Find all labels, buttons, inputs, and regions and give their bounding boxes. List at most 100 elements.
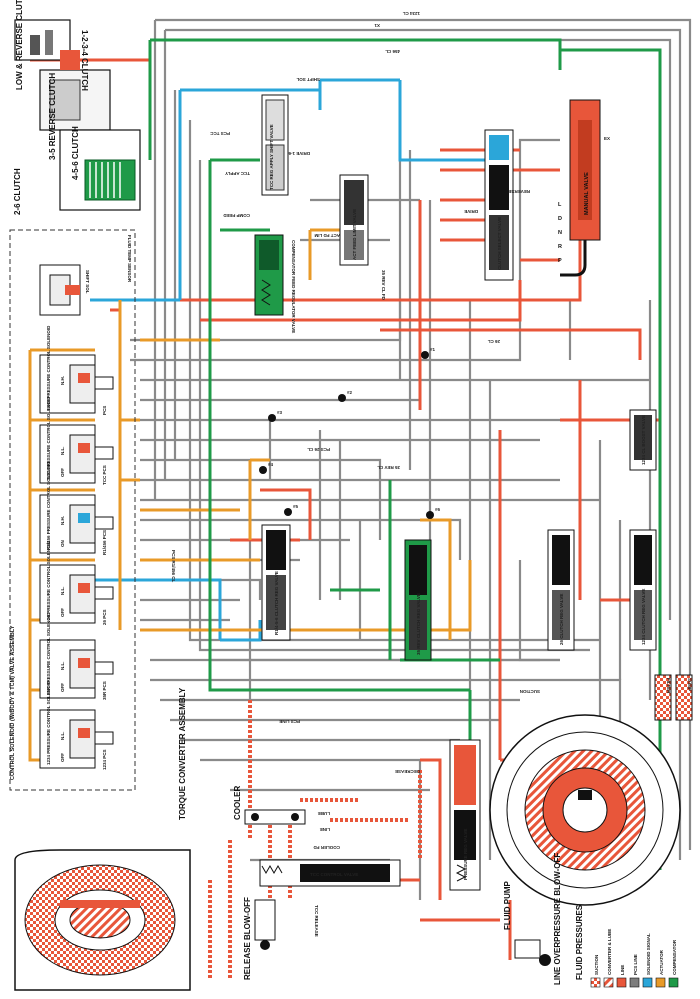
solenoid-name-6: 1234 PRESSURE CONTROL SOLENOID [46,680,51,765]
legend-title: FLUID PRESSURES [575,904,584,980]
circuit-26cl: 26 CL [487,339,500,344]
solenoid-tag-4: 26 PCS [102,609,107,625]
label-fluid-pump: FLUID PUMP [503,880,512,930]
converter-lube-circuits [208,700,422,980]
checkball-6 [426,511,434,519]
prndl-l: L [558,202,562,208]
checkball-3 [268,414,276,422]
legend-swatch-7 [668,977,679,988]
solenoid-tag-1: PCS [102,406,107,415]
solenoid-3 [39,494,114,554]
circuit-act-fd-lim: ACT FD LIM [314,233,340,238]
circuit-pcs-r1456: PCS R1/456 CL [171,550,176,583]
label-clutch-1234: 1-2-3-4 CLUTCH [80,30,89,91]
release-blowoff [254,899,276,950]
circuit-ex: EX [604,136,610,141]
solenoid-tag-2: TCC PCS [102,465,107,485]
checkball-label-1: #1 [430,347,436,352]
circuit-decrease: DECREASE [395,769,420,774]
circuit-tcc-apply: TCC APPLY [225,171,250,176]
checkball-2 [338,394,346,402]
label-valve-clutch-select: CLUTCH SELECT VALVE [497,217,502,270]
circuit-35rev-fd: 35 REV CL FD [381,270,386,301]
valve-compensator [254,234,284,316]
solenoid-1 [39,354,114,414]
circuit-lube: LUBE [318,811,330,816]
label-valve-26: 26 CLUTCH REG VALVE [559,594,564,645]
label-release-blowoff: RELEASE BLOW-OFF [243,897,252,980]
valve-clutch-select [484,129,514,281]
circuit-suction: SUCTION [520,689,540,694]
clutch-pack-assembly [14,19,141,211]
shift-solenoid [39,264,81,316]
label-valve-pressure-reg: PRESSURE REG VALVE [463,829,468,880]
label-valve-manual: MANUAL VALVE [584,172,590,215]
label-valve-1234: 1234 CLUTCH REG VALVE [641,589,646,645]
checkballs: #1#2#3#4#5#6 [259,347,441,519]
circuit-35rev: 35 REV CL [377,465,400,470]
solenoid-state-3: ON [60,540,65,547]
circuit-pcs-26cl: PCS 26 CL [307,447,330,452]
compensator-circuits [148,38,662,870]
label-valve-35rev: 35 REV CLUTCH REG VALVE [416,593,421,655]
legend-swatch-2 [603,977,614,988]
solenoid-2 [39,424,114,484]
torque-converter [14,849,191,991]
legend-label-7: COMPENSATOR [672,939,677,975]
line-blowoff [514,939,551,966]
legend-swatch-6 [655,977,666,988]
solenoid-tag-3: R1/456 PCS [102,530,107,555]
solenoid-tag-5: 35R PCS [102,681,107,700]
solenoid-name-1: LINE PRESSURE CONTROL SOLENOID [46,325,51,410]
solenoid-state-5: OFF [60,683,65,692]
label-low-reverse: LOW & REVERSE CLUTCH [15,0,24,90]
legend-label-1: SUCTION [594,955,599,975]
circuit-reverse: REVERSE [508,189,530,194]
legend-label-6: ACTUATOR [659,949,664,975]
legend-label-3: LINE [620,965,625,975]
prndl-n: N [558,230,562,236]
label-valve-tcc-shift: TCC REG APPLY SHIFT VALVE [269,124,274,190]
solenoid-type-2: N.L. [60,447,65,456]
legend-swatch-5 [642,977,653,988]
valve-act-feed [339,174,369,266]
circuit-drive16: DRIVE 1-6 [288,151,310,156]
legend-label-2: CONVERTER & LUBE [607,929,612,975]
circuit-shift-sol: SHIFT SOL [296,77,320,82]
legend-swatch-1 [590,977,601,988]
label-valve-compensator: COMPENSATOR FEED REGULATOR VALVE [291,240,296,333]
checkball-4 [259,466,267,474]
label-control-valve: CONTROL SOLENOID (W/BODY & TCM) VALVE AS… [10,625,16,780]
solenoid-state-6: OFF [60,753,65,762]
label-temp-sensor: FLUID TEMP SENSOR [127,235,132,283]
solenoid-4 [39,564,114,624]
solenoid-tag-6: 1234 PCS [102,749,107,770]
solenoid-state-4: OFF [60,608,65,617]
solenoid-signal-circuits [90,78,490,642]
valve-tcc-control [259,859,401,887]
legend-swatch-3 [616,977,627,988]
label-cooler: COOLER [233,786,242,820]
sump-filter [654,674,693,721]
solenoid-type-4: N.L. [60,587,65,596]
label-valve-act-feed: ACT FEED LIMIT VALVE [352,209,357,260]
solenoid-type-3: N.H. [60,516,65,525]
valve-r1456 [261,524,291,641]
valve-manual [560,99,601,277]
circuit-comp-feed: COMP FEED [223,213,250,218]
checkball-label-5: #5 [293,504,299,509]
circuit-drive: DRIVE [464,209,478,214]
label-valve-r1456: R1/4-5-6 CLUTCH REG VALVE [274,571,279,635]
label-26: 2-6 CLUTCH [13,168,22,215]
prndl-r: R [558,244,562,250]
valve-boost [629,409,657,471]
label-filter: FILTER [666,678,671,694]
circuit-1234cl: 1234 CL [402,11,420,16]
solenoid-type-1: N.H. [60,376,65,385]
valve-35rev [404,539,432,661]
fluid-pump [489,714,681,906]
prndl-d: D [558,216,562,222]
